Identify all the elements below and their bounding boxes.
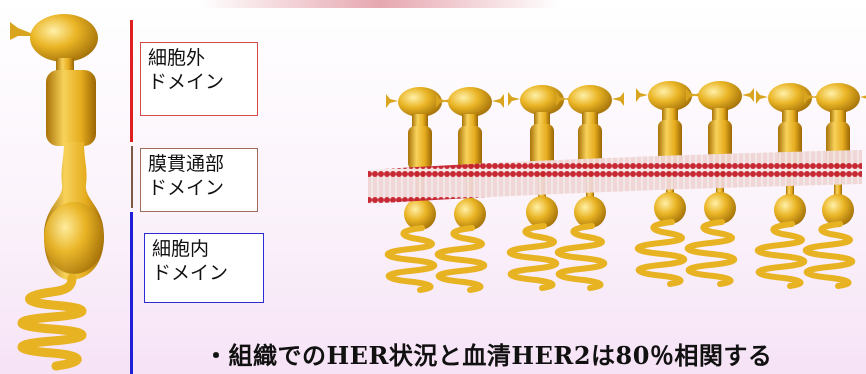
transmembrane-domain-label: 膜貫通部 ドメイン bbox=[140, 148, 258, 212]
transmembrane-bracket bbox=[131, 146, 133, 208]
extracellular-domain-label: 細胞外 ドメイン bbox=[140, 42, 258, 116]
membrane-dimers bbox=[368, 81, 866, 290]
top-accent-bar bbox=[200, 0, 560, 8]
caption-text: ・組織でのHER状況と血清HER2は80％相関する bbox=[204, 341, 773, 370]
transmembrane-line-1: 膜貫通部 bbox=[148, 153, 225, 175]
intracellular-bracket bbox=[130, 212, 133, 374]
single-receptor bbox=[10, 14, 104, 371]
intracellular-line-1: 細胞内 bbox=[152, 238, 210, 260]
extracellular-bracket bbox=[130, 20, 133, 142]
extracellular-line-1: 細胞外 bbox=[148, 47, 206, 69]
intracellular-line-2: ドメイン bbox=[152, 262, 229, 284]
intracellular-domain-label: 細胞内 ドメイン bbox=[144, 233, 264, 303]
transmembrane-line-2: ドメイン bbox=[148, 177, 225, 199]
extracellular-line-2: ドメイン bbox=[148, 71, 225, 93]
